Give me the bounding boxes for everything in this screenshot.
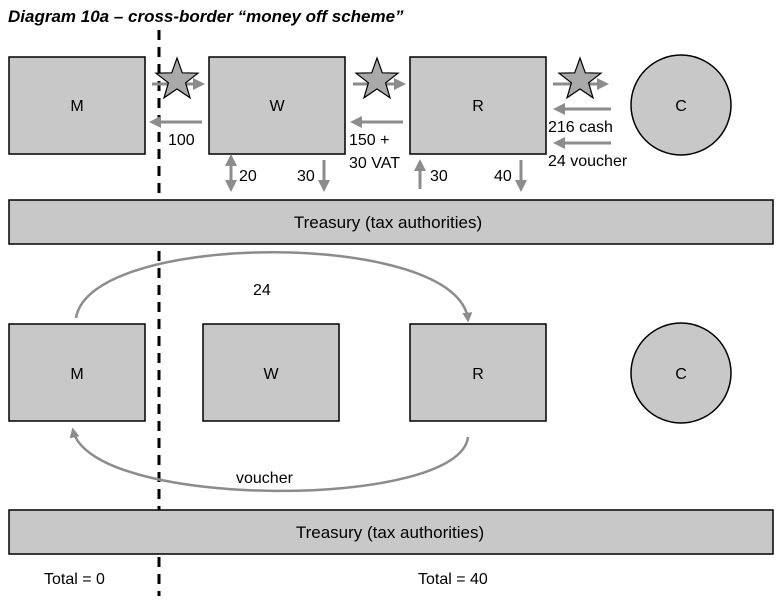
bottom-r-box xyxy=(409,323,547,422)
cash-c-to-r-label: 216 cash xyxy=(548,119,613,136)
bottom-r-label: R xyxy=(472,366,484,383)
bottom-m-box xyxy=(8,323,146,422)
bottom-m-label: M xyxy=(70,366,83,383)
top-treasury-label: Treasury (tax authorities) xyxy=(294,213,482,232)
r-treasury-in-label: 30 xyxy=(430,168,448,185)
top-r-label: R xyxy=(472,98,484,115)
top-r-box xyxy=(409,56,547,155)
top-w-box xyxy=(208,56,346,155)
total-right: Total = 40 xyxy=(418,571,488,588)
curve-arrow-r-to-m xyxy=(69,427,470,493)
bottom-w-label: W xyxy=(263,366,279,383)
goods-star-icon xyxy=(354,56,400,100)
top-c-label: C xyxy=(675,98,687,115)
top-w-label: W xyxy=(269,98,285,115)
bottom-treasury-bar xyxy=(8,509,774,555)
total-left: Total = 0 xyxy=(44,571,105,588)
bottom-c-label: C xyxy=(675,366,687,383)
payment-w-to-m-label: 100 xyxy=(168,132,195,149)
bottom-treasury-label: Treasury (tax authorities) xyxy=(296,523,484,542)
w-treasury-out-label: 30 xyxy=(297,168,315,185)
payment-r-to-w-label-1: 150 + xyxy=(349,132,389,149)
diagram-title: Diagram 10a – cross-border “money off sc… xyxy=(8,7,404,26)
goods-star-icon xyxy=(557,56,603,100)
goods-star-icon xyxy=(154,56,200,100)
r-treasury-out-label: 40 xyxy=(494,168,512,185)
curve-m-to-r-label: 24 xyxy=(253,282,271,299)
top-treasury-bar xyxy=(8,199,774,245)
w-treasury-in-label: 20 xyxy=(239,168,257,185)
bottom-w-box xyxy=(202,323,340,422)
curve-r-to-m-label: voucher xyxy=(236,470,294,487)
voucher-c-to-r-label: 24 voucher xyxy=(548,153,628,170)
bottom-c-circle xyxy=(630,322,732,424)
top-m-box xyxy=(8,56,146,155)
top-c-circle xyxy=(630,54,732,156)
top-m-label: M xyxy=(70,98,83,115)
curve-arrow-m-to-r xyxy=(74,251,473,323)
payment-r-to-w-label-2: 30 VAT xyxy=(349,155,400,172)
